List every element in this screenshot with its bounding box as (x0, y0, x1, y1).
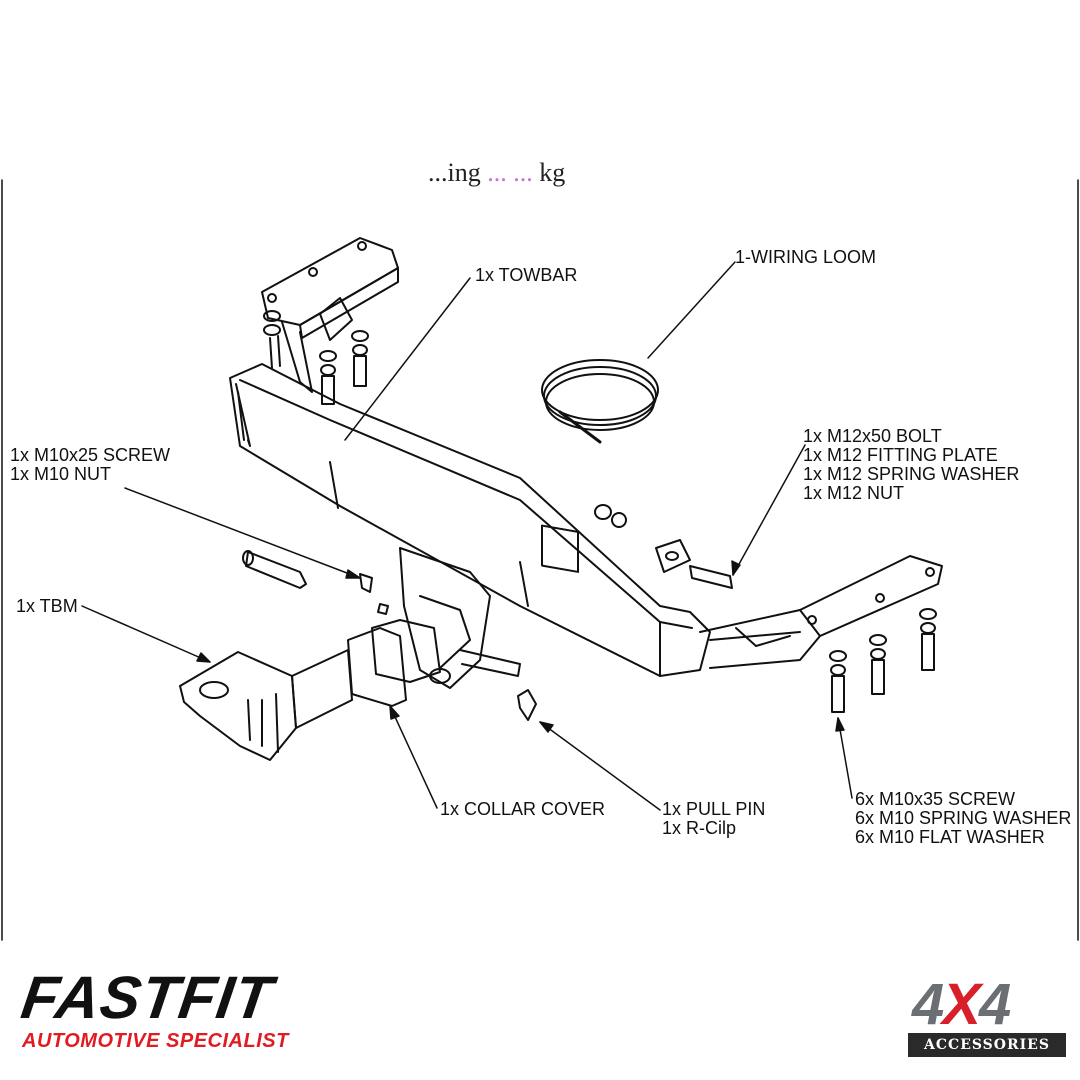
r-clip-part (517, 689, 537, 721)
pull-pin-part (242, 550, 307, 589)
fitting-plate-square (541, 524, 579, 573)
label-m12x50-bolt: 1x M12x50 BOLT (803, 426, 942, 446)
fourx4-wordmark: 4X4 (912, 972, 1011, 1037)
label-m10-nut: 1x M10 NUT (10, 464, 112, 484)
m12-bolt-part (689, 565, 733, 589)
label-wiring-loom: 1-WIRING LOOM (735, 247, 877, 267)
receiver-hitch (347, 547, 521, 707)
fastfit-logo: FASTFIT AUTOMOTIVE SPECIALIST (17, 964, 289, 1052)
label-m12-spring-washer: 1x M12 SPRING WASHER (803, 464, 1020, 484)
label-m10x25-screw: 1x M10x25 SCREW (10, 445, 171, 465)
wiring-loom-coil (541, 359, 659, 444)
label-tbm: 1x TBM (16, 596, 78, 616)
label-m10x35-screw: 6x M10x35 SCREW (855, 789, 1016, 809)
tow-ball-mount (179, 649, 353, 761)
label-r-clip: 1x R-Cilp (662, 818, 737, 838)
label-collar-cover: 1x COLLAR COVER (440, 799, 606, 819)
label-m10-flat-washer: 6x M10 FLAT WASHER (855, 827, 1045, 847)
fastfit-tagline: AUTOMOTIVE SPECIALIST (22, 1030, 289, 1052)
label-m10-spring-washer: 6x M10 SPRING WASHER (855, 808, 1072, 828)
towbar-crossbeam (229, 363, 711, 677)
fitting-plate-part (655, 539, 691, 573)
header-fragment: ...ing ... ... kg (428, 158, 566, 187)
leader-lines (81, 261, 853, 811)
m10x25-screw-part (359, 573, 389, 615)
loose-fasteners (263, 310, 937, 713)
fourx4-tagline: ACCESSORIES (908, 1033, 1066, 1057)
right-mounting-bracket (699, 555, 943, 669)
label-towbar: 1x TOWBAR (475, 265, 578, 285)
left-mounting-bracket (261, 237, 399, 393)
fourx4-accessories-logo: 4X4 ACCESSORIES (908, 975, 1068, 1060)
label-pull-pin: 1x PULL PIN (662, 799, 766, 819)
m12-nut-part (594, 504, 627, 528)
fastfit-wordmark: FASTFIT (17, 964, 278, 1031)
label-m12-nut: 1x M12 NUT (803, 483, 905, 503)
label-m12-fitting-plate: 1x M12 FITTING PLATE (803, 445, 998, 465)
